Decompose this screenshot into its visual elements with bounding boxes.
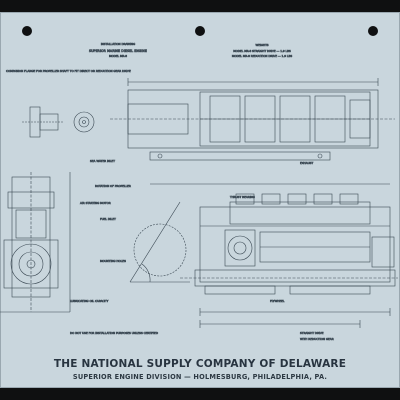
binder-hole-left (22, 26, 32, 36)
header-line-1: INSTALLATION DRAWING (101, 42, 135, 46)
binder-hole-right (368, 26, 378, 36)
companion-flange-note: COMPANION FLANGE FOR PROPELLER SHAFT TO … (6, 69, 131, 73)
weights-title: WEIGHTS (255, 43, 268, 47)
division-line: SUPERIOR ENGINE DIVISION — HOLMESBURG, P… (72, 373, 328, 381)
weight-line-2: MODEL MR-8 REDUCTION DRIVE — 1.9 LBS (232, 54, 292, 58)
thrust-bearing-label: THRUST BEARING (229, 195, 255, 199)
companion-flange-detail (22, 106, 95, 138)
do-not-use-note: DO NOT USE FOR INSTALLATION PURPOSES UNL… (70, 331, 158, 335)
weight-line-1: MODEL MR-8 STRAIGHT DRIVE — 1.9 LBS (233, 49, 291, 53)
exhaust-label: EXHAUST (300, 161, 314, 165)
drawing-sheet: INSTALLATION DRAWING SUPERIOR MARINE DIE… (0, 12, 400, 388)
reduction-drive-note: WITH REDUCTION GEAR (300, 337, 334, 341)
flywheel-label: FLYWHEEL (270, 299, 285, 303)
engine-plan-view (110, 78, 395, 161)
rotation-note: ROTATION OF PROPELLER (95, 184, 131, 188)
engine-end-view (0, 172, 71, 313)
engine-installation-drawing: INSTALLATION DRAWING SUPERIOR MARINE DIE… (0, 42, 398, 341)
sea-water-inlet-label: SEA WATER INLET (90, 159, 115, 163)
engine-side-elevation (150, 183, 398, 328)
header-line-3: MODEL MR-8 (109, 54, 127, 58)
mounting-holes-label: MOUNTING HOLES (100, 259, 126, 263)
company-name: THE NATIONAL SUPPLY COMPANY OF DELAWARE (53, 358, 347, 370)
fuel-inlet-label: FUEL INLET (100, 217, 116, 221)
lubricating-oil-label: LUBRICATING OIL CAPACITY (70, 299, 109, 303)
starting-note: AIR STARTING MOTOR (80, 201, 111, 205)
binder-hole-center (195, 26, 205, 36)
direct-drive-note: STRAIGHT DRIVE (300, 331, 324, 335)
propeller-shaft-angle (129, 201, 190, 283)
header-line-2: SUPERIOR MARINE DIESEL ENGINE (89, 49, 147, 53)
